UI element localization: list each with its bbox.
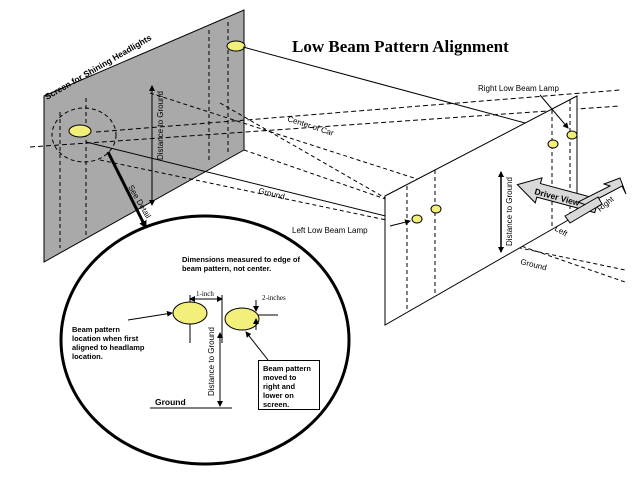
dimensions-note: Dimensions measured to edge of beam patt…: [182, 255, 300, 273]
left-direction-arrow: [564, 196, 603, 224]
screen-left-beam: [68, 124, 92, 138]
moved-note-box: Beam pattern moved to right and lower on…: [258, 360, 320, 410]
left-lamp-label: Left Low Beam Lamp: [292, 226, 368, 235]
left-label: Left: [553, 224, 570, 239]
detail-distance-label: Distance to Ground: [207, 327, 216, 396]
car-left-lamp-a: [411, 214, 423, 224]
car-right-lamp-b: [547, 139, 559, 149]
detail-initial-beam: [172, 301, 208, 325]
one-inch-label: 1-inch: [196, 290, 214, 298]
center-of-car-label: Center of Car: [286, 114, 335, 138]
initial-location-pointer: [127, 310, 173, 321]
car-distance-label: Distance to Ground: [505, 177, 514, 246]
ground-label-bottom: Ground: [520, 257, 548, 272]
ground-label-top: Ground: [258, 186, 286, 201]
car-left-lamp-b: [430, 204, 442, 214]
see-detail-arrow: [106, 151, 148, 229]
detail-moved-beam: [224, 307, 260, 331]
right-lamp-pointer: [539, 94, 569, 129]
page-title: Low Beam Pattern Alignment: [292, 37, 509, 56]
screen-right-beam: [226, 40, 246, 52]
car-plane: [384, 95, 578, 326]
right-direction-arrow: [576, 177, 627, 206]
two-inches-label: 2-inches: [262, 294, 286, 302]
initial-location-note: Beam pattern location when first aligned…: [72, 325, 145, 361]
scene-guide-lines: [29, 46, 626, 283]
right-lamp-label: Right Low Beam Lamp: [478, 84, 559, 93]
detail-ground-label: Ground: [155, 397, 186, 407]
detail-highlight-circle: [51, 107, 117, 163]
left-lamp-pointer: [389, 219, 411, 227]
screen-distance-label: Distance to Ground: [156, 91, 165, 160]
moved-note-pointer: [245, 331, 269, 361]
car-right-lamp-a: [566, 130, 578, 140]
